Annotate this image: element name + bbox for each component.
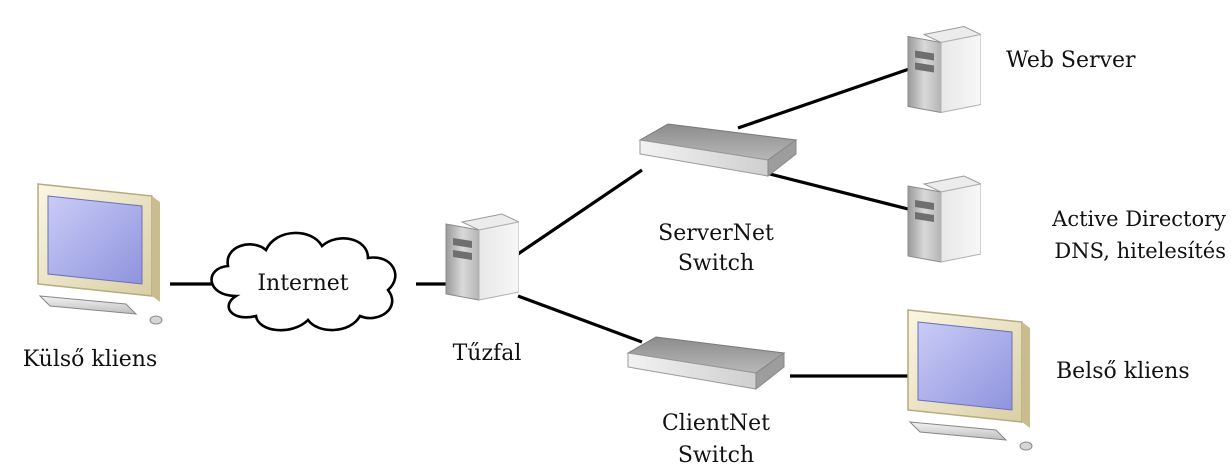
clientnet-switch-label-line1: ClientNet (662, 411, 770, 436)
clientnet-switch-label-line2: Switch (678, 443, 754, 468)
web-server-label: Web Server (1006, 48, 1136, 73)
clientnet-switch-icon (627, 336, 785, 390)
internal-client-label: Belső kliens (1056, 359, 1190, 384)
external-client-computer-icon (37, 183, 163, 325)
ad-server-label-line1: Active Directory (1051, 207, 1226, 231)
servernet-switch-icon (639, 123, 797, 177)
external-client-label: Külső kliens (23, 347, 158, 372)
ad-server-label-line2: DNS, hitelesítés (1054, 239, 1226, 263)
ad-server-icon (907, 175, 981, 263)
internet-cloud-icon (210, 231, 397, 332)
link-firewall-clientnet (517, 294, 643, 344)
servernet-switch-label-line1: ServerNet (658, 221, 774, 246)
firewall-server-icon (445, 213, 519, 301)
links (170, 66, 913, 378)
internal-client-computer-icon (907, 309, 1033, 451)
link-servernet-adserver (761, 170, 913, 212)
web-server-icon (907, 25, 981, 114)
internet-label: Internet (257, 271, 348, 296)
link-servernet-webserver (737, 66, 913, 130)
firewall-label: Tűzfal (453, 341, 522, 366)
servernet-switch-label-line2: Switch (678, 251, 754, 276)
link-firewall-servernet (517, 168, 643, 256)
